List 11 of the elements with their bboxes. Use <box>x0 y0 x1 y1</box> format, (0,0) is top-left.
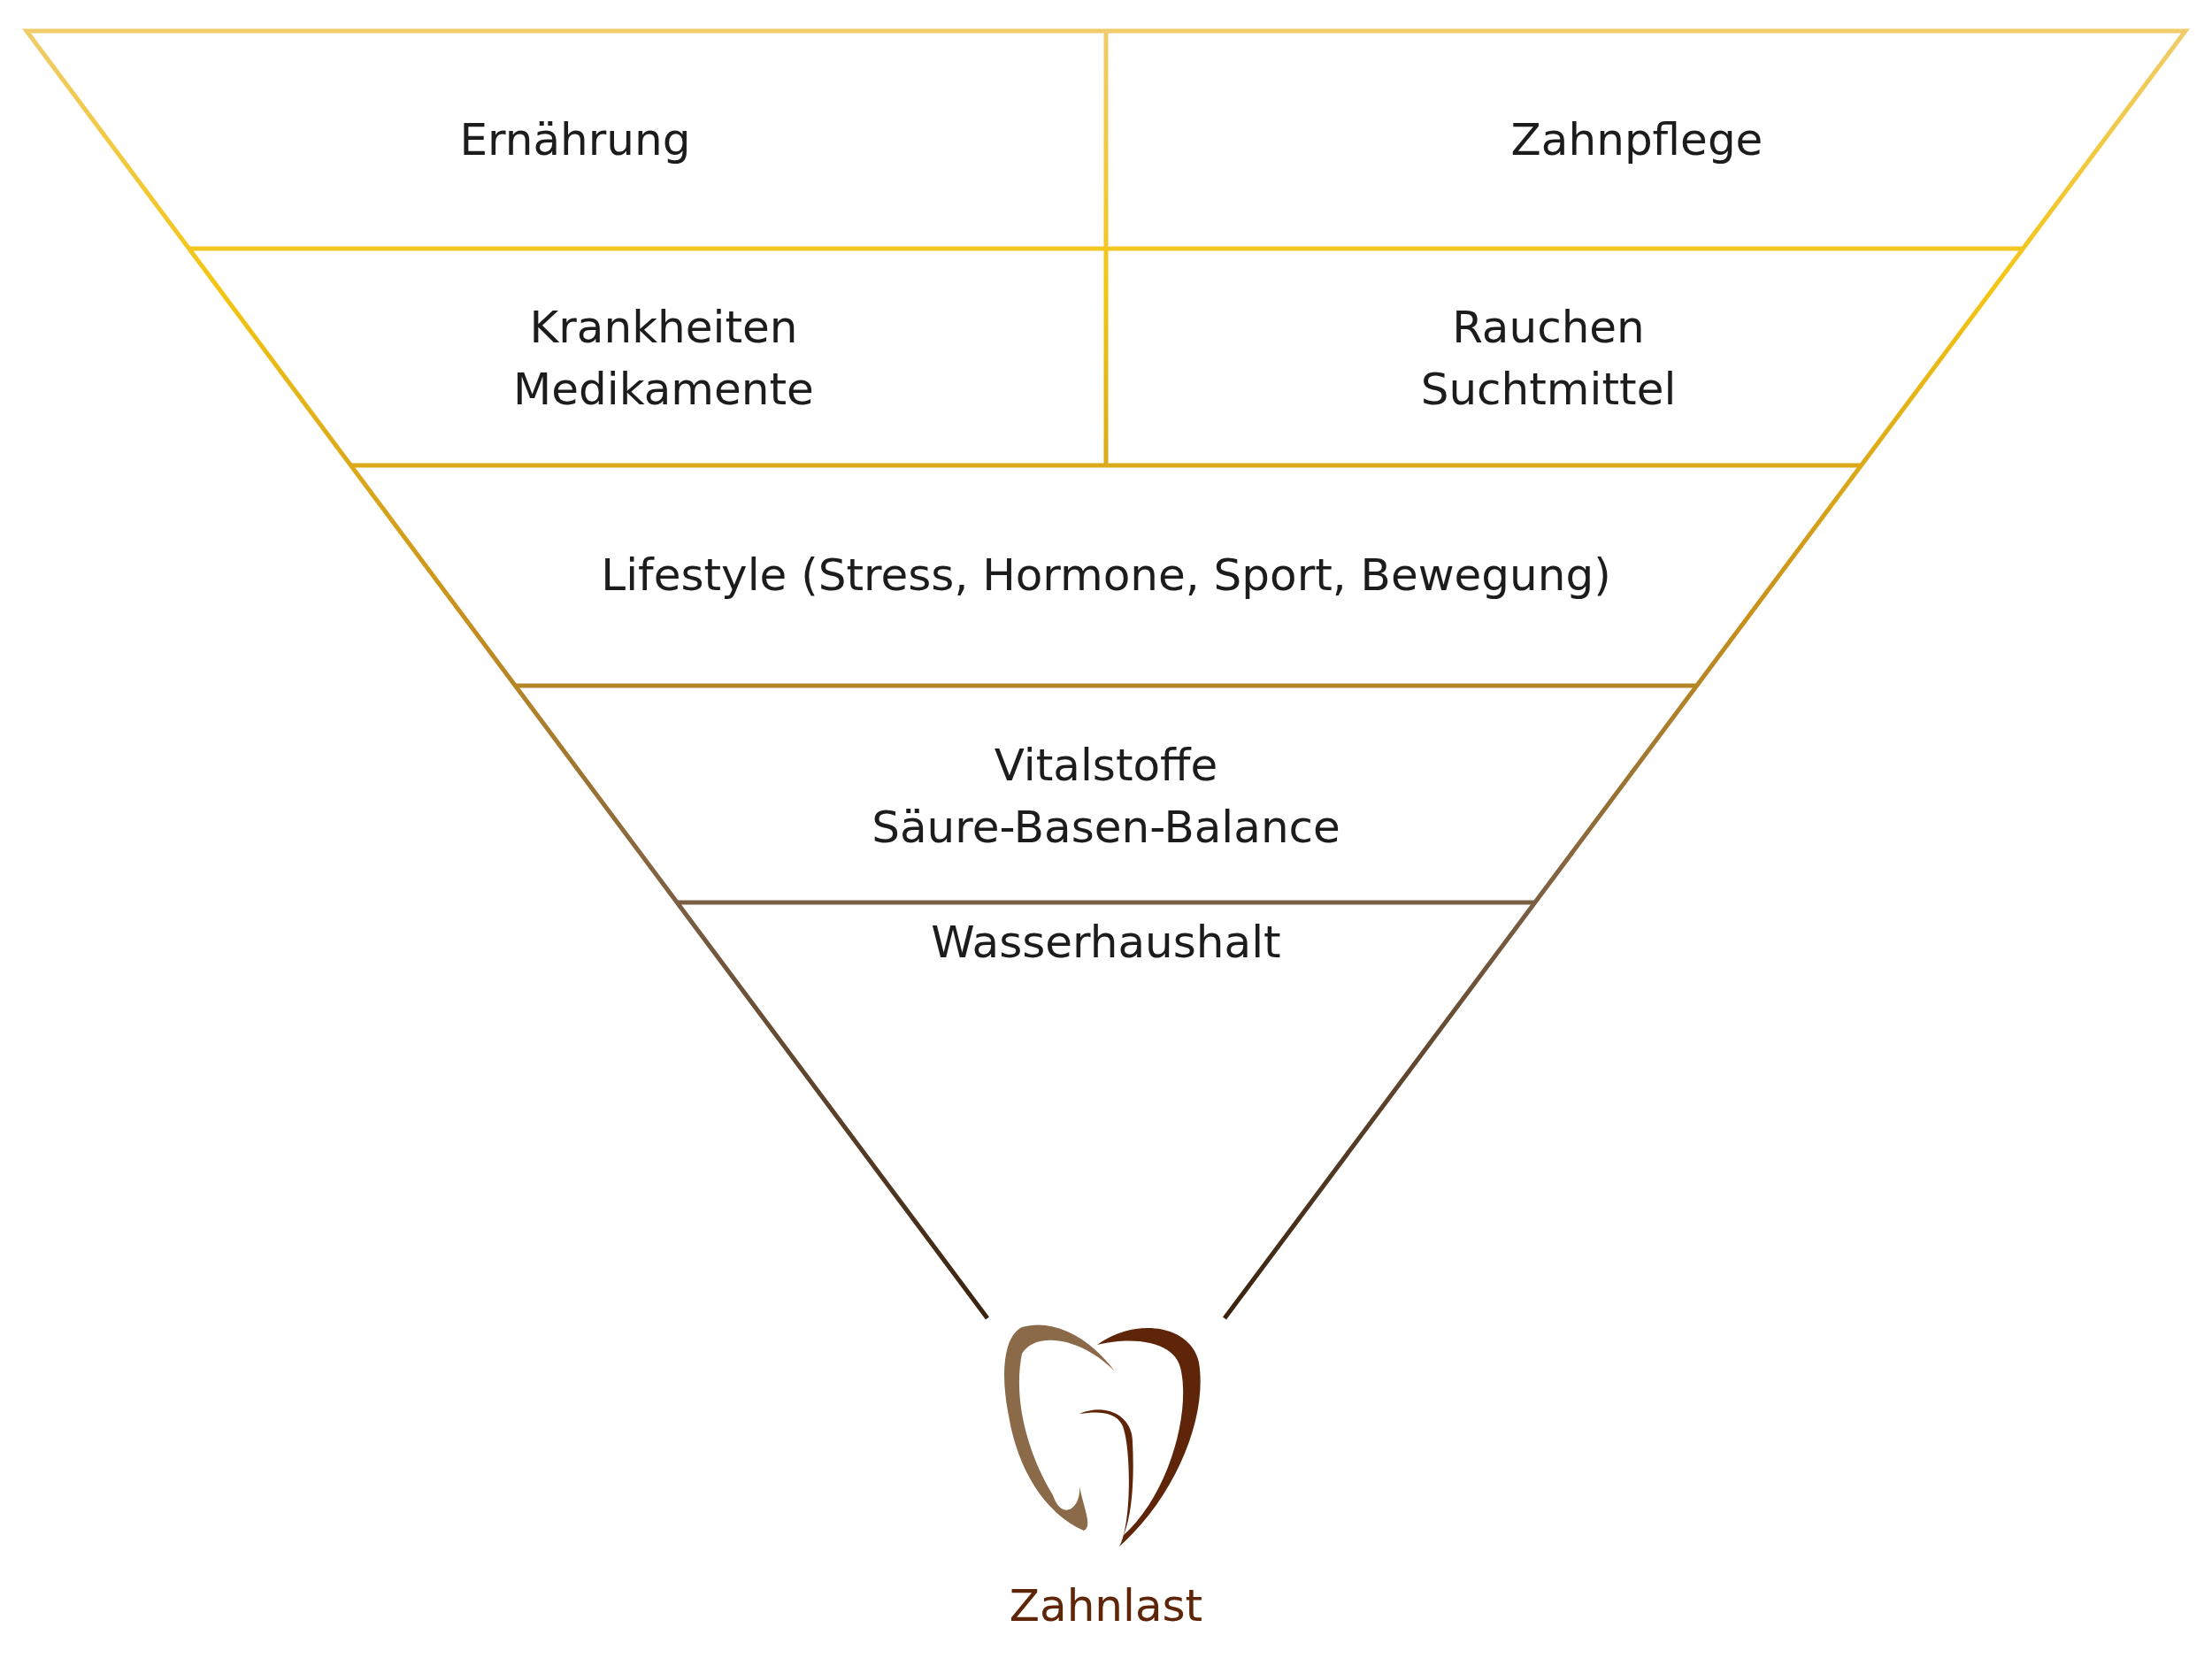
factor-label: Wasserhaushalt <box>931 916 1281 970</box>
factor-label: Lifestyle (Stress, Hormone, Sport, Bewegung) <box>601 549 1611 603</box>
factor-label: Rauchen <box>1452 301 1645 355</box>
caption-label: Zahnlast <box>1009 1579 1203 1633</box>
factor-label: Ernährung <box>459 112 691 167</box>
factor-label: Säure-Basen-Balance <box>872 801 1340 855</box>
factor-label: Krankheiten <box>529 301 798 355</box>
factor-label: Vitalstoffe <box>994 739 1218 793</box>
factor-label: Zahnpflege <box>1510 112 1763 167</box>
factor-label: Medikamente <box>513 363 814 417</box>
factor-label: Suchtmittel <box>1420 363 1677 417</box>
